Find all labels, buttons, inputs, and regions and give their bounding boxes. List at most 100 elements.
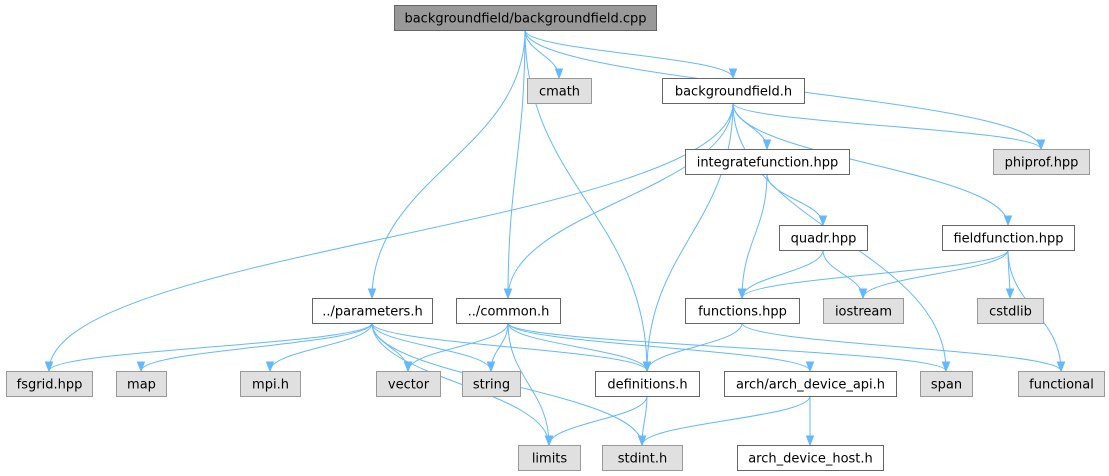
node-label: integratefunction.hpp xyxy=(697,156,839,171)
node-label: arch/arch_device_api.h xyxy=(736,378,885,393)
edge-arrowhead xyxy=(1056,361,1066,373)
edge-root-to-backgroundfield_h xyxy=(524,29,738,80)
edge-arrowhead xyxy=(737,288,747,300)
node-box xyxy=(376,371,441,397)
edge-arch_api-to-stdint xyxy=(637,395,811,447)
edge-backgroundfield_h-to-phiprof xyxy=(732,102,1046,151)
node-label: string xyxy=(473,378,510,393)
edge-arch_api-to-arch_host xyxy=(805,396,815,447)
node-box xyxy=(662,78,805,104)
edge-integratefunction-to-quadr xyxy=(766,173,828,227)
edge-arrowhead xyxy=(1003,215,1013,227)
node-label: quadr.hpp xyxy=(791,232,857,247)
edge-arrowhead xyxy=(136,361,146,373)
node-label: cmath xyxy=(539,85,580,100)
node-cstdlib: cstdlib xyxy=(977,298,1044,324)
node-parameters[interactable]: ../parameters.h xyxy=(312,298,433,324)
node-cmath: cmath xyxy=(527,78,592,104)
edge-common-to-vector xyxy=(403,322,509,373)
node-box xyxy=(602,445,683,471)
edge-root-to-cmath xyxy=(524,29,564,80)
edge-arrowhead xyxy=(44,361,54,373)
node-label: functional xyxy=(1029,378,1094,393)
node-definitions[interactable]: definitions.h xyxy=(595,371,700,397)
node-label: phiprof.hpp xyxy=(1005,156,1079,171)
node-label: stdint.h xyxy=(618,452,667,467)
node-label: map xyxy=(127,378,156,393)
edge-backgroundfield_h-to-fieldfunction xyxy=(732,102,1013,227)
node-fieldfunction[interactable]: fieldfunction.hpp xyxy=(942,225,1075,251)
node-box xyxy=(977,298,1044,324)
edges-layer xyxy=(44,29,1066,447)
edge-arrowhead xyxy=(805,361,815,373)
node-label: definitions.h xyxy=(607,378,687,393)
edge-arrowhead xyxy=(941,361,951,373)
node-mpi: mpi.h xyxy=(240,371,301,397)
node-label: backgroundfield.h xyxy=(675,85,792,100)
edge-root-to-common xyxy=(503,29,526,300)
edge-root-to-parameters xyxy=(367,29,526,300)
node-box xyxy=(724,371,897,397)
node-backgroundfield-h[interactable]: backgroundfield.h xyxy=(662,78,805,104)
edge-common-to-definitions xyxy=(507,322,652,373)
node-label: ../parameters.h xyxy=(322,305,422,320)
node-functional: functional xyxy=(1018,371,1105,397)
node-label: iostream xyxy=(835,305,892,320)
node-label: fieldfunction.hpp xyxy=(953,232,1063,247)
node-box xyxy=(595,371,700,397)
node-span: span xyxy=(920,371,973,397)
node-label: fsgrid.hpp xyxy=(17,378,83,393)
edge-arrowhead xyxy=(554,68,564,80)
edge-arrowhead xyxy=(728,68,738,80)
node-map: map xyxy=(116,371,167,397)
node-box xyxy=(737,445,884,471)
edge-arrowhead xyxy=(818,215,828,227)
node-label: span xyxy=(931,378,962,393)
edge-functions-to-functional xyxy=(741,322,1066,373)
node-functions[interactable]: functions.hpp xyxy=(685,298,800,324)
edge-arrowhead xyxy=(367,288,377,300)
edge-fieldfunction-to-functions xyxy=(737,249,1009,300)
edge-arrowhead xyxy=(403,361,413,373)
node-label: vector xyxy=(388,378,430,393)
edge-arrowhead xyxy=(265,361,275,373)
node-box xyxy=(312,298,433,324)
node-integratefunction[interactable]: integratefunction.hpp xyxy=(685,149,850,175)
node-box xyxy=(920,371,973,397)
edge-arrowhead xyxy=(1005,288,1015,300)
node-box xyxy=(942,225,1075,251)
edge-arrowhead xyxy=(642,361,652,373)
node-label: backgroundfield/backgroundfield.cpp xyxy=(404,12,646,27)
edge-common-to-arch_api xyxy=(507,322,815,373)
node-vector: vector xyxy=(376,371,441,397)
node-box xyxy=(823,298,904,324)
edge-backgroundfield_h-to-common xyxy=(503,102,734,300)
node-quadr[interactable]: quadr.hpp xyxy=(779,225,868,251)
node-box xyxy=(685,298,800,324)
edge-arrowhead xyxy=(486,361,496,373)
edge-fieldfunction-to-iostream xyxy=(858,249,1009,300)
node-root: backgroundfield/backgroundfield.cpp xyxy=(394,5,657,31)
edge-arrowhead xyxy=(503,288,513,300)
node-arch-host[interactable]: arch_device_host.h xyxy=(737,445,884,471)
node-box xyxy=(685,149,850,175)
node-label: arch_device_host.h xyxy=(748,452,873,467)
node-box xyxy=(527,78,592,104)
node-box xyxy=(462,371,521,397)
node-label: functions.hpp xyxy=(698,305,787,320)
node-common[interactable]: ../common.h xyxy=(456,298,561,324)
node-label: limits xyxy=(532,452,568,467)
node-arch-api[interactable]: arch/arch_device_api.h xyxy=(724,371,897,397)
nodes-layer: backgroundfield/backgroundfield.cpp cmath… xyxy=(6,5,1105,471)
edge-parameters-to-fsgrid xyxy=(44,322,373,373)
node-box xyxy=(6,371,93,397)
edge-parameters-to-mpi xyxy=(265,322,373,373)
node-box xyxy=(240,371,301,397)
node-iostream: iostream xyxy=(823,298,904,324)
node-fsgrid: fsgrid.hpp xyxy=(6,371,93,397)
edge-arrowhead xyxy=(1036,139,1046,151)
edge-parameters-to-map xyxy=(136,322,373,373)
node-string: string xyxy=(462,371,521,397)
edge-arrowhead xyxy=(544,435,554,447)
